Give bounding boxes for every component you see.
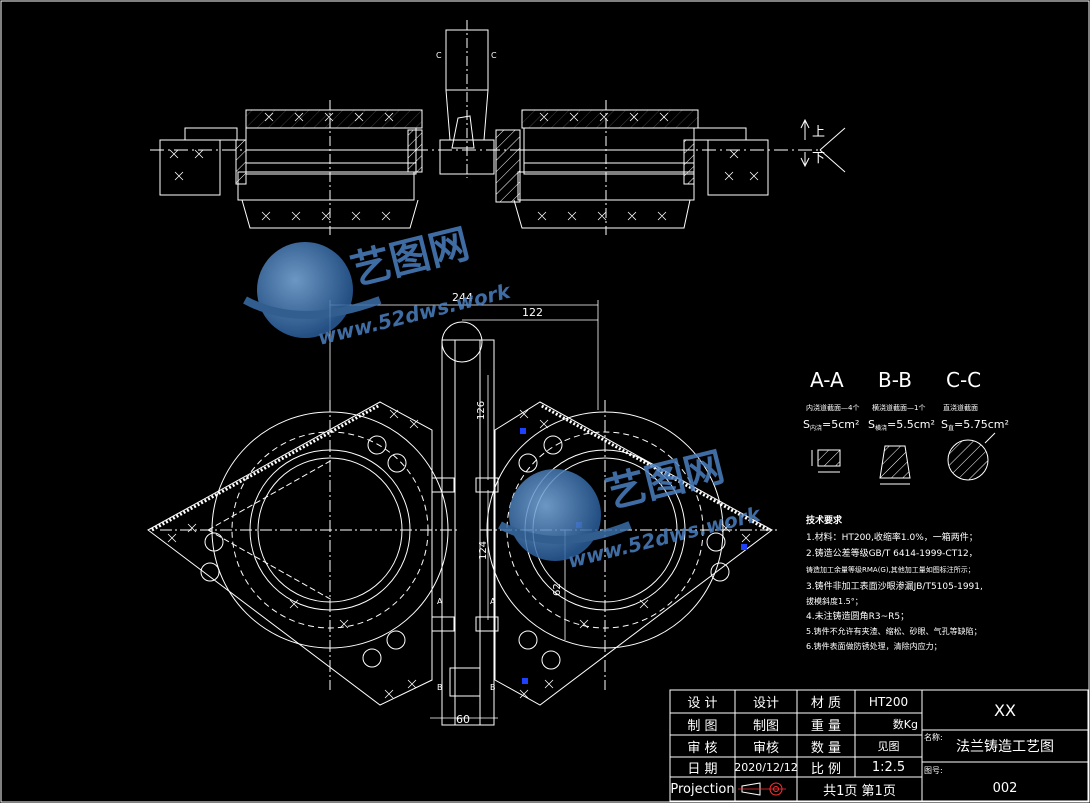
tech-note-2: 2.铸造公差等级GB/T 6414-1999-CT12，: [806, 547, 978, 559]
tb-value-scale: 1:2.5: [871, 759, 906, 775]
tb-value-design: 设计: [752, 696, 779, 711]
left-flange: [159, 139, 221, 196]
dim-244: 244: [452, 291, 473, 304]
projection-cone-icon: [741, 782, 761, 796]
tb-drawing-number: 002: [992, 780, 1018, 796]
watermark-1: 艺图网 www.52dws.work: [243, 221, 514, 350]
label-a-right: A: [490, 597, 496, 606]
section-bb-title: B-B: [878, 368, 912, 392]
label-b-right: B: [490, 683, 496, 692]
title-block-grid: [669, 689, 1089, 802]
watermark-brand: 艺图网: [346, 221, 474, 295]
dim-62: 62: [552, 583, 563, 596]
tech-notes-title: 技术要求: [806, 514, 843, 526]
tb-label-review: 审 核: [687, 740, 718, 756]
tb-value-material: HT200: [868, 694, 909, 709]
tech-note-7: 5.铸件不允许有夹渣、缩松、砂眼、气孔等缺陷；: [806, 626, 982, 636]
front-view: [147, 300, 780, 726]
tb-projection-label: Projection: [670, 781, 735, 797]
left-core: [245, 127, 417, 175]
right-core: [523, 127, 695, 175]
tb-number-label: 图号:: [924, 765, 943, 775]
label-b-left: B: [437, 683, 443, 692]
sprue-well: [441, 321, 483, 363]
tb-sheets: 共1页 第1页: [823, 783, 896, 799]
section-views: A-A B-B C-C 内浇道截面—4个 横浇道截面—1个 直浇道截面 S内浇=…: [803, 368, 1009, 485]
tb-label-design: 设 计: [687, 696, 718, 711]
section-cc-title: C-C: [946, 368, 981, 392]
section-aa-area: S内浇=5cm²: [803, 418, 859, 432]
section-c-label-right: C: [491, 51, 497, 60]
left-flange-outline: [147, 401, 433, 706]
tb-value-review: 审核: [752, 740, 779, 756]
section-cc-note: 直浇道截面: [943, 403, 978, 412]
tb-value-weight: 数Kg: [892, 718, 918, 731]
label-a-left: A: [437, 597, 443, 606]
tb-label-material: 材 质: [810, 696, 842, 711]
section-aa-title: A-A: [810, 368, 844, 392]
central-runner: [441, 339, 495, 726]
tech-note-6: 4.未注铸造圆角R3~R5；: [806, 610, 909, 622]
down-label: 下: [812, 151, 825, 166]
left-bolt-holes: [200, 435, 407, 668]
tech-note-8: 6.铸件表面做防锈处理，清除内应力；: [806, 641, 942, 651]
sprue-runner: [451, 115, 475, 149]
right-bolt-holes: [518, 435, 730, 670]
tb-company: XX: [994, 700, 1016, 720]
x-marks-top: [169, 112, 759, 221]
section-c-label-left: C: [436, 51, 442, 60]
tech-note-5: 拔模斜度1.5°；: [806, 596, 863, 606]
tb-label-date: 日 期: [687, 761, 718, 777]
section-aa-shape: [817, 449, 841, 467]
section-bb-note: 横浇道截面—1个: [872, 403, 925, 412]
dim-122: 122: [522, 306, 543, 319]
up-label: 上: [812, 125, 825, 140]
x-marks-front: [167, 409, 751, 699]
dim-126: 126: [476, 401, 487, 420]
section-cc-shape: [947, 439, 989, 481]
tb-label-drafting: 制 图: [687, 718, 718, 734]
section-cc-area: S直=5.75cm²: [941, 418, 1009, 432]
tb-label-weight: 重 量: [810, 718, 842, 734]
tb-label-scale: 比 例: [810, 761, 842, 777]
section-aa-note: 内浇道截面—4个: [806, 403, 859, 412]
right-bottom-band: [513, 199, 691, 229]
section-bb-shape: [879, 445, 911, 479]
dim-124: 124: [478, 541, 489, 560]
tb-value-date: 2020/12/12: [734, 760, 798, 774]
section-bb-area: S横浇=5.5cm²: [868, 418, 935, 432]
watermark-brand-2: 艺图网: [601, 444, 729, 518]
tech-note-3: 铸造加工余量等级RMA(G),其他加工量如图标注所示；: [806, 565, 975, 574]
tb-drawing-name: 法兰铸造工艺图: [956, 739, 1054, 755]
tb-value-drafting: 制图: [752, 718, 779, 734]
tb-value-quantity: 见图: [877, 740, 900, 753]
technical-requirements: 技术要求 1.材料：HT200,收缩率1.0%，一箱两件； 2.铸造公差等级GB…: [806, 514, 983, 651]
sprue-base: [439, 139, 495, 175]
tech-note-4: 3.铸件非加工表面沙眼渗漏JB/T5105-1991,: [806, 580, 983, 592]
dim-60: 60: [456, 713, 470, 726]
tech-note-1: 1.材料：HT200,收缩率1.0%，一箱两件；: [806, 531, 978, 543]
tb-name-label: 名称:: [924, 732, 943, 742]
tb-label-quantity: 数 量: [810, 740, 842, 756]
right-flange-outline: [494, 401, 773, 706]
top-view: [150, 20, 846, 235]
right-flange: [707, 139, 769, 196]
